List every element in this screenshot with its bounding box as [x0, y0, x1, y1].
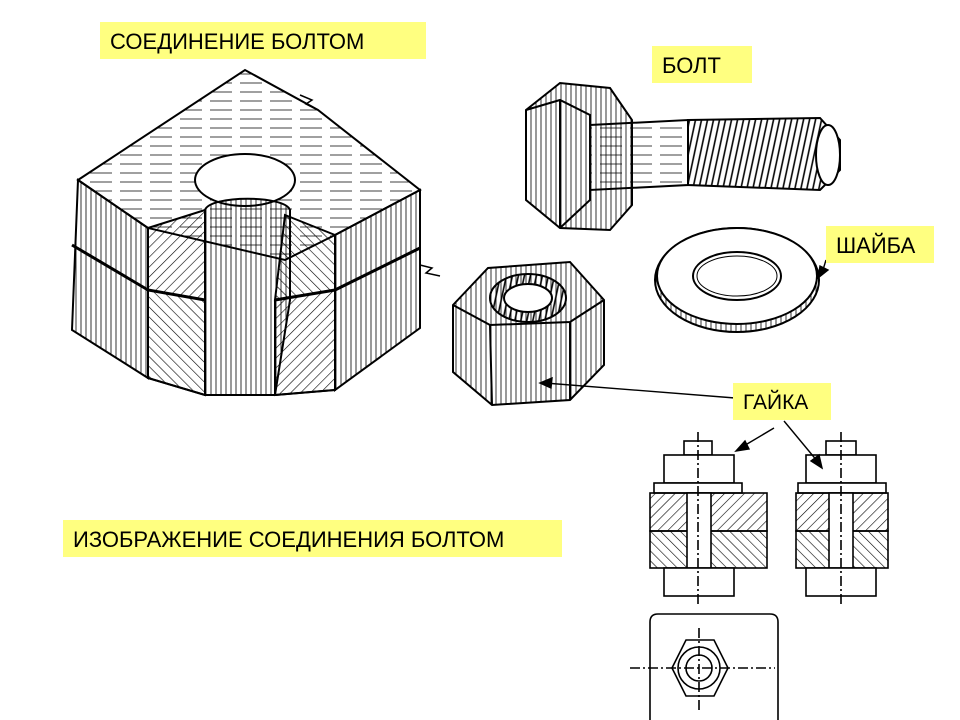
leader-lines: [538, 259, 830, 470]
label-nut: ГАЙКА: [733, 383, 831, 420]
nut-illustration: [452, 260, 605, 407]
label-washer: ШАЙБА: [826, 226, 934, 263]
section-drawing-right: [795, 432, 889, 605]
section-drawing-left: [649, 432, 768, 605]
bolt-illustration: [525, 81, 841, 232]
label-bolt: БОЛТ: [652, 46, 752, 83]
label-bolt-connection: СОЕДИНЕНИЕ БОЛТОМ: [100, 22, 426, 59]
label-bolt-connection-image: ИЗОБРАЖЕНИЕ СОЕДИНЕНИЯ БОЛТОМ: [63, 520, 562, 557]
block-assembly-illustration: [70, 68, 441, 397]
top-view-drawing: [630, 613, 779, 720]
washer-illustration: [654, 227, 820, 333]
